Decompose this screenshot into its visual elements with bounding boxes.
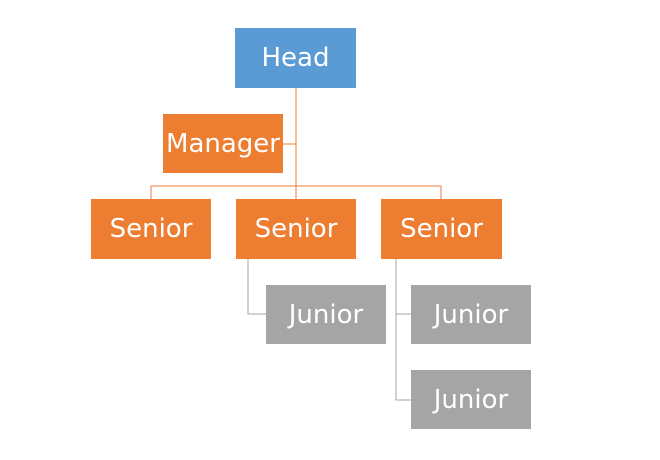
node-senior-1: Senior [91, 199, 211, 259]
node-junior-3-label: Junior [433, 384, 509, 415]
node-senior-2-label: Senior [254, 214, 338, 244]
node-manager: Manager [163, 114, 283, 173]
node-junior-1: Junior [266, 285, 386, 344]
node-manager-label: Manager [166, 128, 280, 159]
node-head-label: Head [261, 43, 330, 73]
node-senior-3-label: Senior [400, 214, 483, 244]
connector-junior-3 [395, 314, 411, 401]
node-junior-2: Junior [411, 285, 531, 344]
node-junior-2-label: Junior [433, 299, 509, 330]
node-senior-3: Senior [381, 199, 502, 259]
node-senior-1-label: Senior [109, 214, 193, 244]
node-senior-2: Senior [236, 199, 356, 259]
node-junior-3: Junior [411, 370, 531, 429]
node-junior-1-label: Junior [288, 299, 364, 330]
node-head: Head [235, 28, 356, 88]
connector-junior-1 [247, 259, 266, 315]
connector-junior-2 [395, 259, 411, 315]
